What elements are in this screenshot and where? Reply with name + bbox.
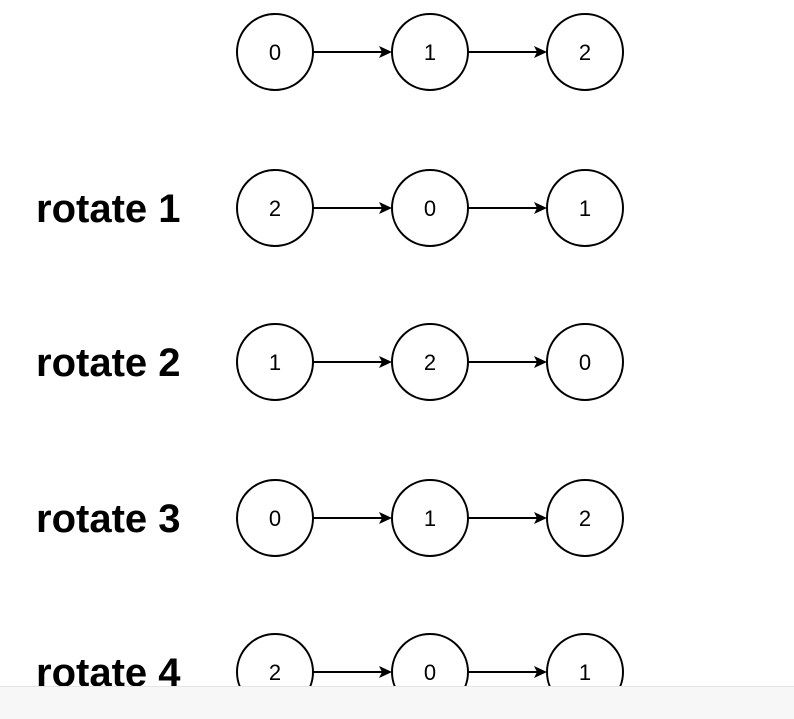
list-node: 0 [546,323,624,401]
edge-arrow [468,356,547,368]
node-circle [391,323,469,401]
edge-arrow [468,46,547,58]
list-node: 1 [546,169,624,247]
node-value: 1 [269,350,281,375]
row-label: rotate 1 [36,187,181,231]
diagram-row: rotate 2 1 2 0 [36,323,624,401]
list-node: 0 [391,169,469,247]
node-value: 1 [424,40,436,65]
arrowhead-icon [379,666,392,678]
bottom-strip [0,686,794,719]
node-value: 2 [269,196,281,221]
row-label: rotate 3 [36,497,181,541]
arrowhead-icon [379,202,392,214]
arrowhead-icon [534,666,547,678]
list-node: 1 [391,479,469,557]
arrowhead-icon [534,356,547,368]
node-circle [391,479,469,557]
list-node: 1 [391,13,469,91]
node-circle [546,479,624,557]
arrowhead-icon [379,356,392,368]
edge-arrow [313,46,392,58]
node-circle [546,13,624,91]
node-circle [236,479,314,557]
edge-arrow [313,666,392,678]
list-node: 2 [546,479,624,557]
node-value: 1 [579,196,591,221]
node-circle [546,323,624,401]
edge-arrow [468,202,547,214]
edge-arrow [313,512,392,524]
node-value: 0 [269,40,281,65]
arrowhead-icon [534,46,547,58]
arrowhead-icon [534,202,547,214]
node-circle [546,169,624,247]
node-value: 2 [269,660,281,685]
node-circle [236,169,314,247]
node-circle [391,169,469,247]
node-value: 1 [579,660,591,685]
diagram-row: rotate 1 2 0 1 [36,169,624,247]
diagram-row: 0 1 2 [236,13,624,91]
diagram-row: rotate 3 0 1 2 [36,479,624,557]
node-value: 2 [579,506,591,531]
arrowhead-icon [534,512,547,524]
list-node: 2 [546,13,624,91]
node-circle [391,13,469,91]
node-value: 1 [424,506,436,531]
list-node: 1 [236,323,314,401]
arrowhead-icon [379,46,392,58]
row-label: rotate 2 [36,341,181,385]
node-circle [236,13,314,91]
node-value: 2 [424,350,436,375]
node-value: 0 [424,660,436,685]
node-value: 0 [579,350,591,375]
node-value: 0 [269,506,281,531]
edge-arrow [468,512,547,524]
edge-arrow [468,666,547,678]
node-circle [236,323,314,401]
list-node: 0 [236,13,314,91]
edge-arrow [313,356,392,368]
list-node: 0 [236,479,314,557]
edge-arrow [313,202,392,214]
node-value: 0 [424,196,436,221]
list-node: 2 [236,169,314,247]
arrowhead-icon [379,512,392,524]
node-value: 2 [579,40,591,65]
list-node: 2 [391,323,469,401]
